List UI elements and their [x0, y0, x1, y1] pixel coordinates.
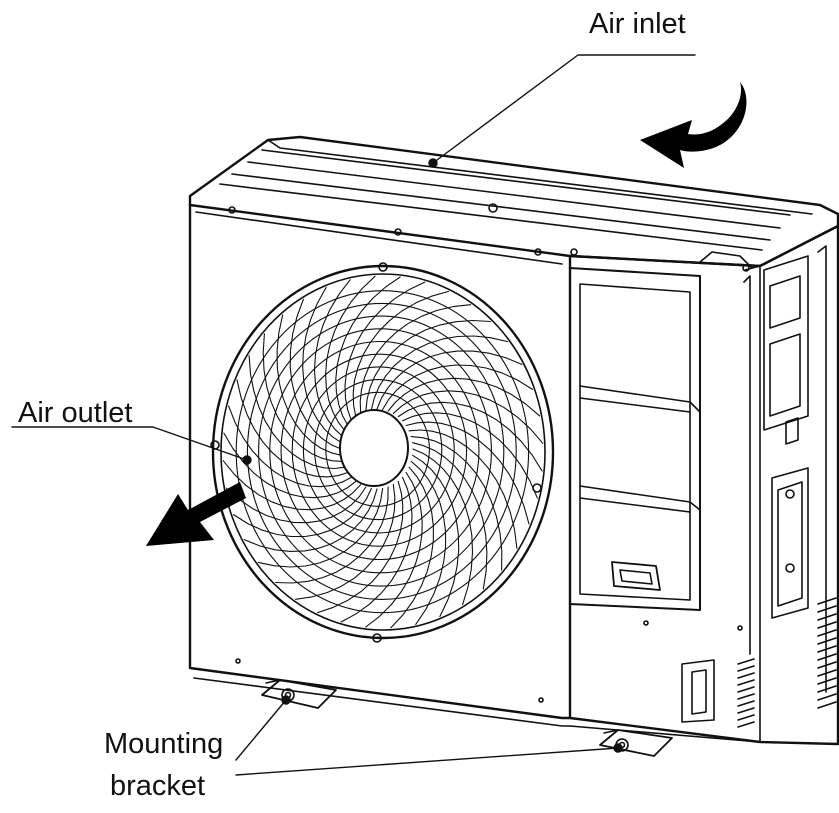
grille-ring [292, 354, 466, 546]
mounting-bracket-label-line2: bracket [110, 770, 206, 802]
fan-grille [211, 263, 553, 642]
vent-slot [818, 614, 836, 620]
grille-spoke [388, 378, 539, 416]
grille-ring [247, 303, 516, 599]
vent-slot [738, 722, 754, 727]
grille-spoke [366, 321, 491, 412]
curved-arrow-left-icon [640, 82, 747, 168]
grille-ring [236, 291, 528, 613]
vent-slot [818, 606, 836, 612]
grille-spoke [409, 430, 517, 548]
grille-spoke [223, 461, 361, 510]
grille-spoke [360, 305, 470, 414]
mounting-bracket-left [262, 680, 336, 708]
grille-spoke [366, 473, 422, 628]
grille-spoke [244, 489, 377, 551]
vent-slot [818, 678, 836, 684]
grille-spoke [303, 288, 342, 443]
vent-slot [818, 670, 836, 676]
grille-spoke [249, 356, 345, 469]
grille-ring [270, 329, 492, 573]
grille-spoke [371, 336, 507, 410]
grille-spoke [263, 334, 343, 462]
vent-slot [818, 646, 836, 652]
grille-spoke [229, 406, 352, 487]
air-inlet-label: Air inlet [589, 8, 686, 40]
grille-spoke [290, 299, 341, 449]
service-panel [570, 268, 700, 610]
grille-spoke [326, 276, 376, 431]
side-vents [738, 598, 836, 727]
vent-slot [818, 630, 836, 636]
grille-spoke [315, 280, 351, 437]
grille-spoke [226, 487, 366, 523]
screws [229, 204, 749, 702]
grille-spoke [234, 489, 372, 537]
grille-ring [326, 392, 430, 506]
grille-spoke [391, 467, 434, 628]
vent-slot [738, 687, 754, 692]
leader-lines [12, 55, 695, 775]
vent-slot [818, 694, 836, 700]
vent-slot [818, 686, 836, 692]
vent-slot [818, 622, 836, 628]
valve-cover [764, 256, 808, 618]
vent-slot [818, 598, 836, 604]
grille-spoke [258, 489, 382, 568]
grille-spoke [224, 433, 356, 498]
grille-spoke [318, 481, 403, 612]
air-outlet-label: Air outlet [18, 397, 133, 429]
vent-slot [818, 702, 836, 708]
grille-spoke [237, 380, 348, 477]
grille-spoke [341, 477, 412, 622]
grille-spoke [413, 449, 473, 605]
grille-ring [281, 342, 479, 560]
grille-spoke [406, 422, 529, 524]
vent-slot [738, 694, 754, 699]
vent-slot [738, 701, 754, 706]
vent-slot [818, 654, 836, 660]
vent-slot [818, 662, 836, 668]
grille-spoke [336, 277, 400, 426]
vent-slot [738, 715, 754, 720]
grille-spoke [393, 391, 543, 444]
cabinet-body [190, 137, 838, 744]
vent-slot [738, 673, 754, 678]
grille-spoke [413, 443, 487, 589]
grille-spoke [296, 485, 395, 600]
grille-spoke [277, 315, 341, 455]
grille-spoke [411, 461, 445, 624]
vent-slot [738, 680, 754, 685]
grille-spoke [411, 437, 502, 570]
terminal-cover [682, 660, 714, 722]
vent-slot [738, 659, 754, 664]
vent-slot [738, 666, 754, 671]
grille-spoke [403, 413, 538, 498]
grille-ring [315, 380, 442, 520]
grille-ring [259, 316, 504, 586]
grille-spoke [377, 351, 522, 409]
mounting-bracket-right [600, 730, 672, 756]
grille-spoke [345, 282, 425, 421]
grille-spoke [353, 291, 448, 416]
arrow-down-left-icon [146, 482, 246, 546]
grille-spoke [383, 365, 533, 410]
grille-spoke [398, 402, 542, 471]
vent-slot [818, 638, 836, 644]
grille-spoke [413, 455, 459, 616]
mounting-bracket-label-line1: Mounting [104, 728, 224, 760]
grille-spoke [276, 487, 389, 583]
vent-slot [738, 708, 754, 713]
grille-ring [303, 367, 454, 533]
